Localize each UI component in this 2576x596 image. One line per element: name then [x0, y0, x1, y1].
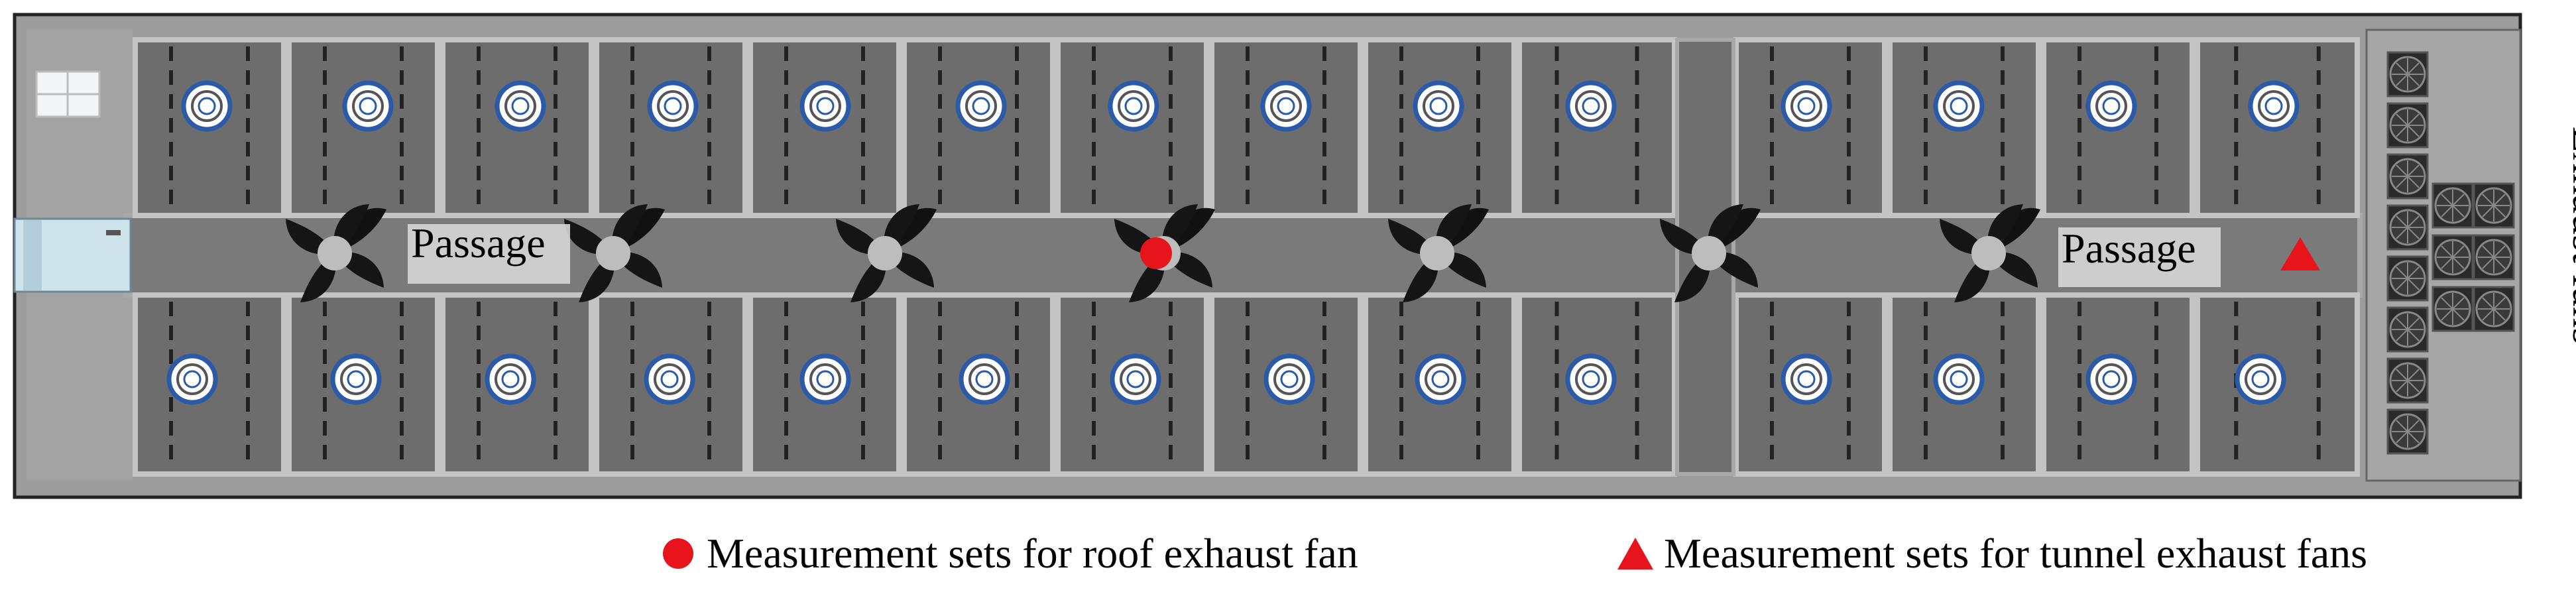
- feeder-icon: [2237, 356, 2284, 402]
- tunnel-exhaust-fan-icon: [2473, 182, 2515, 229]
- feeder-icon: [1568, 356, 1614, 402]
- feeder-icon: [802, 356, 849, 402]
- tunnel-exhaust-fan-icon: [2386, 204, 2429, 251]
- pen: [2041, 292, 2195, 477]
- feeder-icon: [169, 356, 215, 402]
- red-triangle-marker: [1617, 538, 1653, 569]
- feeder-icon: [2088, 83, 2135, 129]
- cross-alley: [1675, 38, 1735, 476]
- feeder-icon: [497, 83, 544, 129]
- legend-tunnel-exhaust-text: Measurement sets for tunnel exhaust fans: [1664, 530, 2368, 577]
- roof-exhaust-measurement-marker: [1140, 237, 1172, 269]
- feeder-icon: [184, 83, 230, 129]
- passage-right-label: Passage: [2062, 225, 2196, 272]
- tunnel-exhaust-fan-icon: [2386, 102, 2429, 149]
- pen: [1209, 292, 1363, 477]
- feeder-icon: [1783, 83, 1830, 129]
- feeder-icon: [961, 356, 1008, 402]
- tunnel-exhaust-fan-icon: [2386, 153, 2429, 200]
- feeder-icon: [1263, 83, 1309, 129]
- tunnel-exhaust-fan-icon: [2431, 286, 2474, 332]
- feeder-icon: [487, 356, 534, 402]
- feeder-icon: [333, 356, 379, 402]
- door-icon: [13, 217, 132, 293]
- feeder-icon: [646, 356, 693, 402]
- feeder-icon: [1936, 356, 1982, 402]
- passage-right-backdrop: [2058, 227, 2221, 287]
- feeder-icon: [1110, 83, 1157, 129]
- exhaust-fans-label: Exhaust fans: [2564, 126, 2576, 345]
- feeder-icon: [1112, 356, 1159, 402]
- tunnel-exhaust-fan-icon: [2431, 234, 2474, 280]
- feeder-icon: [2088, 356, 2135, 402]
- feeder-icon: [1936, 83, 1982, 129]
- passage-left-backdrop: [408, 224, 570, 284]
- tunnel-exhaust-fan-icon: [2386, 306, 2429, 353]
- feeder-icon: [345, 83, 391, 129]
- legend-tunnel-exhaust: Measurement sets for tunnel exhaust fans: [1617, 529, 2367, 578]
- feeder-icon: [958, 83, 1004, 129]
- feeder-icon: [1415, 83, 1462, 129]
- feeder-icon: [1266, 356, 1313, 402]
- feeder-icon: [802, 83, 849, 129]
- feeder-icon: [1783, 356, 1830, 402]
- window-icon: [35, 70, 101, 118]
- lower-pens: [133, 292, 2360, 477]
- tunnel-exhaust-fan-icon: [2431, 182, 2474, 229]
- tunnel-exhaust-fan-icon: [2386, 408, 2429, 455]
- passage-left-label: Passage: [411, 219, 546, 267]
- tunnel-exhaust-measurement-marker: [2280, 237, 2320, 270]
- tunnel-exhaust-fan-icon: [2386, 357, 2429, 404]
- feeder-icon: [2251, 83, 2297, 129]
- feeder-icon: [1417, 356, 1464, 402]
- red-circle-marker: [663, 538, 693, 569]
- legend-roof-exhaust: Measurement sets for roof exhaust fan: [663, 529, 1358, 578]
- tunnel-exhaust-fan-icon: [2473, 286, 2515, 332]
- tunnel-exhaust-fan-icon: [2386, 255, 2429, 302]
- upper-pens: [133, 37, 2360, 218]
- tunnel-exhaust-fan-icon: [2473, 234, 2515, 280]
- feeder-icon: [1568, 83, 1614, 129]
- tunnel-exhaust-fan-icon: [2386, 51, 2429, 97]
- feeder-icon: [650, 83, 696, 129]
- legend-roof-exhaust-text: Measurement sets for roof exhaust fan: [707, 530, 1358, 577]
